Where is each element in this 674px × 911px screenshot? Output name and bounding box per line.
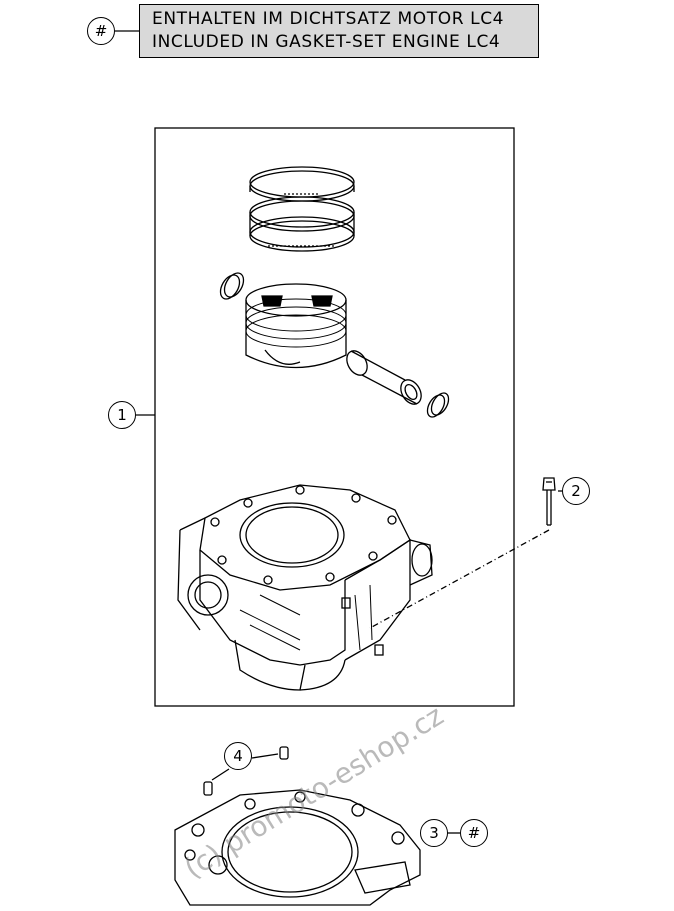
circlip-left-inner: [223, 272, 245, 298]
callout-3-hash-label: #: [467, 824, 481, 842]
piston-pin-drawing: [346, 350, 422, 405]
legend-hash-callout: #: [87, 17, 115, 45]
screw-center-line: [369, 529, 550, 629]
callout-1: 1: [108, 401, 136, 429]
circlip-right: [426, 394, 446, 418]
callout-2: 2: [562, 477, 590, 505]
circlip-right-inner: [430, 392, 450, 416]
callout-2-label: 2: [571, 482, 581, 500]
piston-drawing: [245, 283, 347, 369]
piston-rings-drawing: [249, 166, 355, 252]
assembly-frame: [154, 127, 515, 707]
callout-3: 3: [420, 819, 448, 847]
legend-hash-symbol: #: [94, 22, 108, 40]
screw-drawing: [542, 477, 556, 526]
gasket-drawing: [174, 789, 421, 906]
dowel-pins-drawing: [203, 746, 289, 796]
cylinder-drawing: [177, 484, 433, 691]
circlip-left: [219, 274, 241, 300]
callout-4-leader-right: [251, 753, 279, 759]
callout-1-label: 1: [117, 406, 127, 424]
callout-3-label: 3: [429, 824, 439, 842]
callout-3-hash: #: [460, 819, 488, 847]
legend-line-de: ENTHALTEN IM DICHTSATZ MOTOR LC4: [152, 9, 505, 29]
callout-4: 4: [224, 742, 252, 770]
callout-4-leader-left: [211, 768, 230, 781]
callout-4-label: 4: [233, 747, 243, 765]
legend-line-en: INCLUDED IN GASKET-SET ENGINE LC4: [152, 32, 501, 52]
legend-box: ENTHALTEN IM DICHTSATZ MOTOR LC4 INCLUDE…: [139, 4, 539, 58]
